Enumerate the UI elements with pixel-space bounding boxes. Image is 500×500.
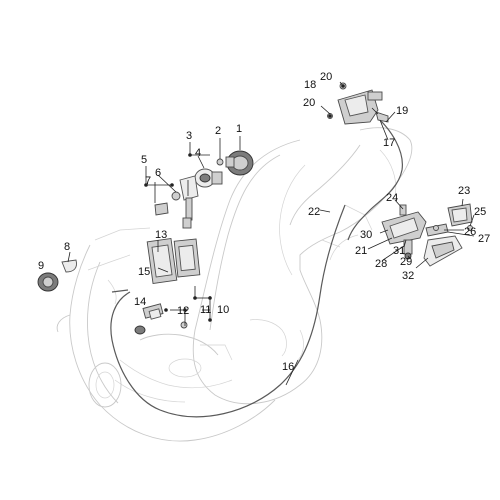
latch-assembly	[381, 203, 473, 267]
callout-27: 27	[478, 233, 491, 245]
callout-4: 4	[195, 147, 202, 159]
horn-assembly	[194, 150, 254, 188]
callout-26: 26	[464, 226, 477, 238]
callout-16: 16	[282, 361, 295, 373]
callout-29: 29	[400, 256, 413, 268]
callout-8: 8	[64, 241, 71, 253]
callout-22: 22	[308, 206, 321, 218]
callout-30: 30	[360, 229, 373, 241]
leader-dots	[144, 84, 345, 322]
seat-lock	[327, 82, 389, 125]
scooter-frame	[56, 127, 413, 442]
callout-20b: 20	[303, 97, 316, 109]
callout-31: 31	[393, 245, 406, 257]
callout-15: 15	[138, 266, 151, 278]
callout-3: 3	[186, 130, 193, 142]
callout-24: 24	[386, 192, 399, 204]
callout-12: 12	[177, 305, 190, 317]
buzzer-9	[37, 272, 59, 292]
callout-17: 17	[383, 137, 396, 149]
cable-17	[347, 119, 403, 241]
callout-13: 13	[155, 229, 168, 241]
leader-lines	[67, 81, 475, 386]
callout-6: 6	[155, 167, 162, 179]
callout-10: 10	[217, 304, 230, 316]
control-units	[146, 238, 201, 284]
relay-connectors	[134, 303, 188, 335]
clip-8	[61, 259, 77, 273]
callout-14: 14	[134, 296, 147, 308]
callout-19: 19	[396, 105, 409, 117]
callout-18: 18	[304, 79, 317, 91]
cable-16	[110, 204, 346, 418]
callout-32: 32	[402, 270, 415, 282]
callout-2: 2	[215, 125, 222, 137]
callout-5: 5	[141, 154, 148, 166]
callout-9: 9	[38, 260, 45, 272]
callout-11: 11	[200, 304, 212, 316]
cables	[110, 119, 403, 418]
callout-7: 7	[145, 175, 152, 187]
callout-23: 23	[458, 185, 471, 197]
callout-20a: 20	[320, 71, 333, 83]
callout-1: 1	[236, 123, 243, 135]
callout-28: 28	[375, 258, 388, 270]
callout-21: 21	[355, 245, 368, 257]
callout-25: 25	[474, 206, 487, 218]
switch-bracket	[154, 175, 199, 229]
